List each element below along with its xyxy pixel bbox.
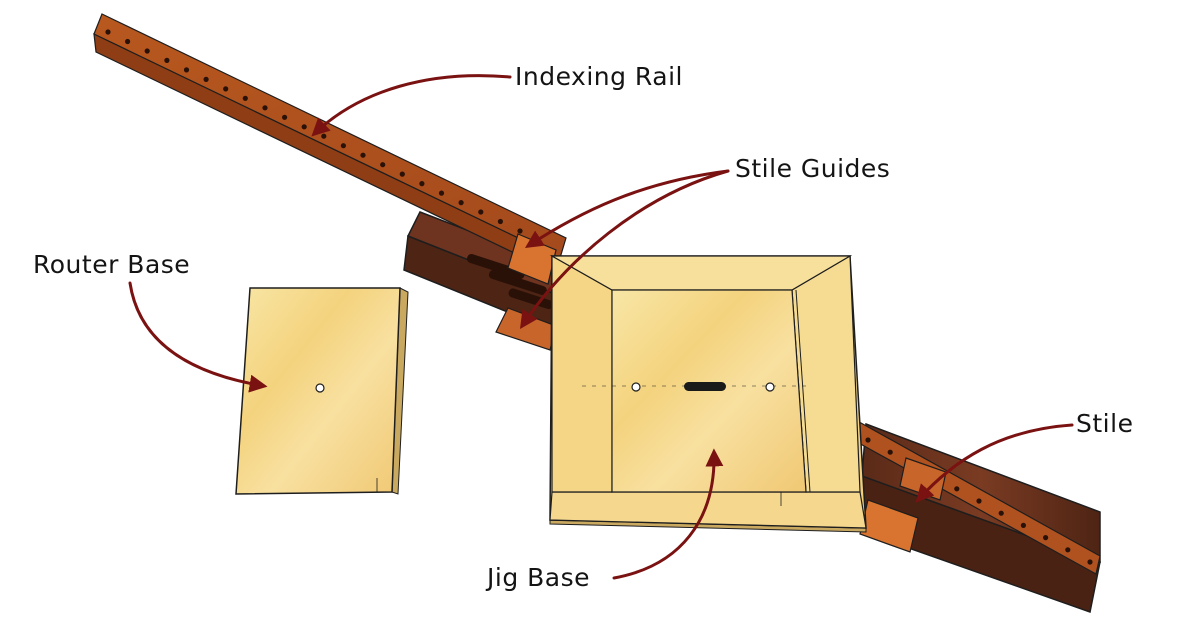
rail-hole: [438, 190, 445, 196]
rail-hole: [1020, 522, 1026, 529]
rail-hole: [340, 143, 346, 149]
rail-hole: [517, 228, 523, 234]
rail-hole: [282, 114, 288, 120]
rail-hole: [497, 218, 503, 225]
label-jig-base: Jig Base: [487, 563, 591, 592]
rail-hole: [865, 437, 871, 443]
rail-hole: [458, 200, 464, 206]
stile-guides: [495, 233, 947, 553]
router-base: [235, 287, 409, 495]
rail-hole: [1043, 535, 1049, 541]
arrow-stile-guides-lower: [520, 169, 730, 329]
stile-slot: [488, 269, 547, 295]
rail-hole: [321, 133, 327, 139]
rail-hole: [1087, 559, 1093, 565]
callout-arrows: [128, 74, 1074, 580]
rail-hole: [419, 181, 425, 187]
rail-top-face: [93, 13, 567, 259]
rail-hole: [954, 486, 960, 492]
rail-hole: [976, 498, 982, 504]
rail-hole: [478, 209, 484, 215]
rail-hole: [242, 95, 248, 101]
jig-inner-groove: [795, 289, 811, 493]
rail-hole: [164, 57, 170, 64]
jig-frame-left: [551, 254, 613, 493]
arrow-indexing-rail: [311, 74, 512, 137]
rail-hole: [105, 29, 111, 35]
jig-screw-right: [765, 382, 775, 392]
arrow-jig-base: [612, 448, 724, 580]
rail-hole: [1065, 547, 1071, 553]
jig-screw-left: [631, 382, 641, 392]
rail-hole: [203, 76, 209, 82]
rail-hole: [887, 449, 893, 455]
label-stile-guides: Stile Guides: [735, 154, 891, 183]
rail-hole: [144, 48, 150, 54]
rail-hole: [380, 162, 386, 168]
rail-hole: [183, 67, 190, 73]
rail-hole: [998, 510, 1004, 516]
rail-hole: [262, 105, 268, 111]
arrow-stile-guides-top: [524, 169, 730, 248]
stile-slot: [466, 253, 525, 279]
router-base-screw: [315, 383, 325, 393]
arrow-router-base: [128, 281, 268, 393]
jig-base: [549, 254, 867, 533]
label-stile: Stile: [1076, 409, 1134, 438]
rail-hole: [125, 38, 131, 45]
stile-slot: [508, 288, 554, 310]
rail-hole: [399, 171, 405, 177]
label-indexing-rail: Indexing Rail: [515, 62, 683, 91]
stile-guide-right-back: [899, 457, 947, 501]
rail-hole: [301, 124, 307, 130]
jig-bit-slot: [684, 382, 726, 391]
stile-guide-lower: [495, 307, 557, 351]
rail-hole: [223, 86, 229, 92]
arrow-stile: [915, 423, 1074, 503]
rail-side-face: [93, 32, 561, 275]
rail-hole: [360, 152, 366, 158]
label-router-base: Router Base: [33, 250, 191, 279]
